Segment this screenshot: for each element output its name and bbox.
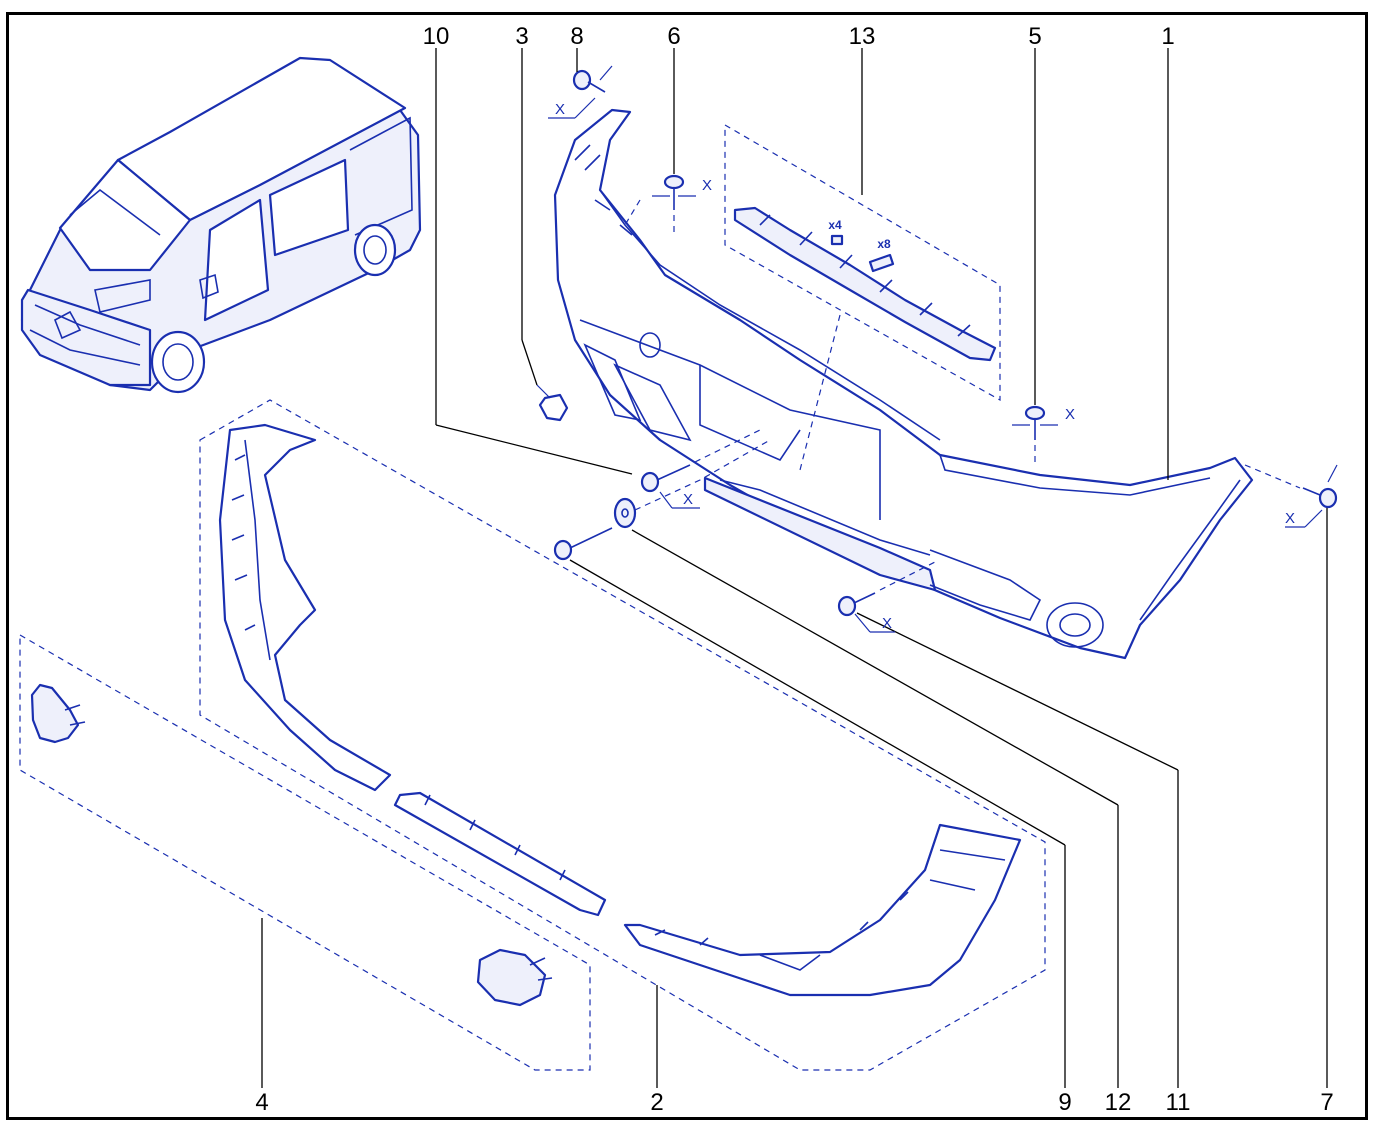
callout-9: 9: [1058, 1089, 1071, 1116]
bracket-strip-part-13: [724, 123, 1001, 471]
torque-mark-11: X: [882, 615, 892, 632]
torque-markers: X X X X X X x4 x8: [555, 101, 1295, 632]
callout-13: 13: [849, 23, 876, 50]
callout-4: 4: [255, 1089, 268, 1116]
torque-mark-6: X: [702, 177, 712, 194]
leader-lines: [261, 48, 1328, 1088]
quantity-clip-a: x4: [828, 218, 842, 232]
van-illustration: [20, 56, 422, 394]
callout-12: 12: [1105, 1089, 1132, 1116]
callout-5: 5: [1028, 23, 1041, 50]
callout-6: 6: [667, 23, 680, 50]
callout-11: 11: [1166, 1089, 1191, 1116]
screw-7: [1244, 464, 1338, 509]
quantity-clip-b: x8: [877, 237, 891, 251]
screw-10: [640, 429, 761, 493]
callout-2: 2: [650, 1089, 663, 1116]
bumper-main-part-1: [553, 108, 1254, 660]
screw-9-and-washer-12: [553, 439, 771, 561]
callout-10: 10: [423, 23, 450, 50]
screw-11: [837, 561, 936, 617]
torque-mark-5: X: [1065, 406, 1075, 423]
torque-mark-8: X: [555, 101, 565, 118]
callout-3: 3: [515, 23, 528, 50]
torque-mark-10: X: [683, 491, 693, 508]
blanking-plug-part-3: [536, 384, 569, 422]
screw-5: [1012, 405, 1058, 465]
fog-lamp-covers-part-4: [19, 633, 591, 1071]
lower-spoiler-part-2: [199, 399, 1046, 1071]
torque-mark-7: X: [1285, 510, 1295, 527]
screw-8: [572, 65, 613, 119]
callout-labels: 10 3 8 6 13 5 1 4 2 9 12 11 7: [255, 23, 1333, 1116]
callout-8: 8: [570, 23, 583, 50]
callout-1: 1: [1161, 23, 1174, 50]
callout-7: 7: [1320, 1089, 1333, 1116]
screw-6: [624, 174, 696, 232]
